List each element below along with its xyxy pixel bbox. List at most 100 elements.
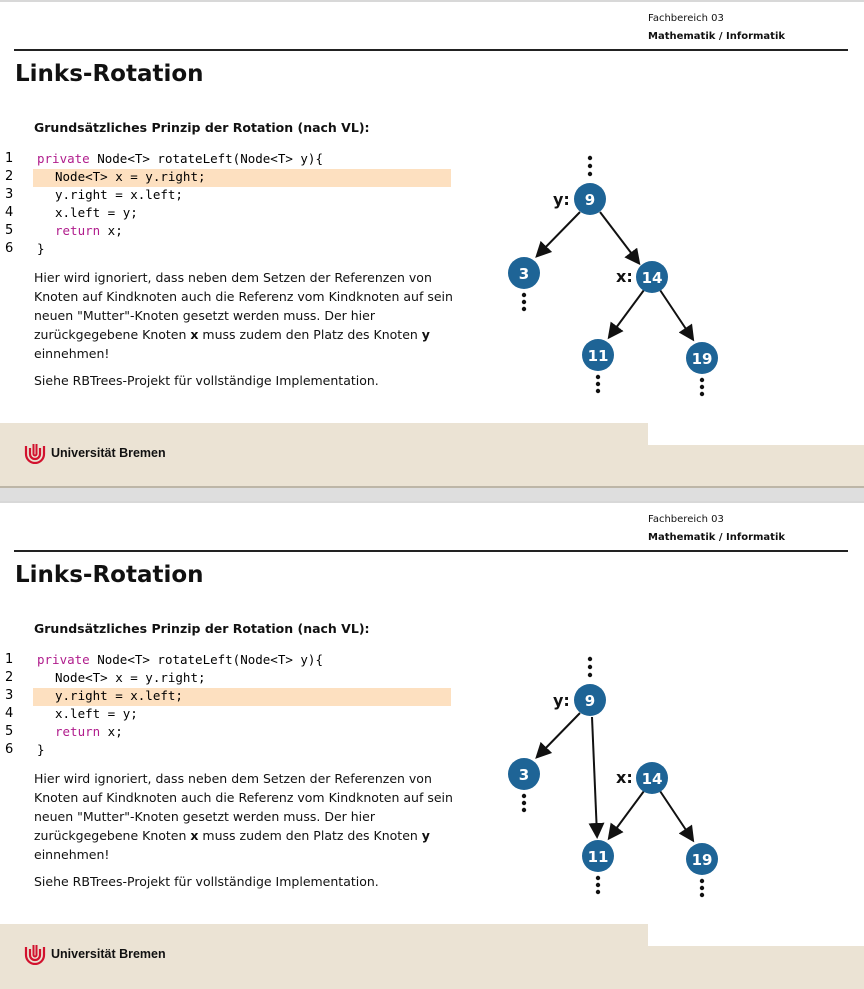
slide-2: Fachbereich 03 Mathematik / Informatik L…: [0, 501, 864, 989]
line-number: 6: [5, 742, 14, 757]
line-number: 2: [5, 670, 14, 685]
node-11: 11: [582, 339, 614, 371]
node-label: 11: [588, 848, 609, 866]
footer: Universität Bremen: [0, 924, 864, 989]
slide-title: Links-Rotation: [15, 61, 204, 87]
code-line: 6 }: [0, 240, 460, 258]
para-text: einnehmen!: [34, 847, 110, 862]
university-logo-icon: [24, 444, 46, 464]
code-line: 2 Node<T> x = y.right;: [0, 669, 460, 687]
code-text: x.left = y;: [55, 205, 138, 220]
code-line: 5 return x;: [0, 222, 460, 240]
line-number: 1: [5, 151, 14, 166]
footer-bg: [0, 423, 648, 488]
para-text: einnehmen!: [34, 346, 110, 361]
para-bold-y: y: [421, 327, 430, 342]
tree-diagram: y: x: 9 3 14 11 19: [508, 155, 718, 397]
ellipsis-11: [595, 374, 601, 394]
footer-bg: [0, 924, 648, 989]
code-rest: Node<T> rotateLeft(Node<T> y){: [89, 151, 323, 166]
code-line: 1 private Node<T> rotateLeft(Node<T> y){: [0, 150, 460, 168]
slide-subtitle: Grundsätzliches Prinzip der Rotation (na…: [34, 120, 370, 135]
node-label: 3: [519, 265, 529, 283]
line-number: 3: [5, 187, 14, 202]
line-number: 4: [5, 706, 14, 721]
node-19: 19: [686, 342, 718, 374]
node-label: 14: [642, 770, 663, 788]
code-line: 3 y.right = x.left;: [0, 186, 460, 204]
code-line: 1 private Node<T> rotateLeft(Node<T> y){: [0, 651, 460, 669]
node-label: 14: [642, 269, 663, 287]
code-keyword: return: [55, 724, 101, 739]
para-bold-y: y: [421, 828, 430, 843]
label-y: y:: [553, 691, 570, 710]
label-x: x:: [616, 768, 633, 787]
code-line: 4 x.left = y;: [0, 705, 460, 723]
line-number: 1: [5, 652, 14, 667]
header-rule: [14, 550, 848, 552]
tree-diagram: y: x: 9 3 14 11 19: [508, 656, 718, 898]
code-highlight: [33, 169, 451, 187]
header-rule: [14, 49, 848, 51]
footer-bg-right: [648, 445, 864, 488]
university-name: Universität Bremen: [51, 947, 166, 961]
code-text: x.left = y;: [55, 706, 138, 721]
code-text: y.right = x.left;: [55, 688, 183, 703]
university-logo-icon: [24, 945, 46, 965]
department-label: Mathematik / Informatik: [648, 31, 786, 42]
node-label: 19: [692, 350, 713, 368]
slide-subtitle: Grundsätzliches Prinzip der Rotation (na…: [34, 621, 370, 636]
edge-14-19: [659, 289, 695, 342]
para-text: muss zudem den Platz des Knoten: [198, 327, 422, 342]
university-name: Universität Bremen: [51, 446, 166, 460]
node-3: 3: [508, 257, 540, 289]
edge-14-11: [607, 790, 645, 841]
code-text: }: [37, 742, 45, 757]
faculty-label: Fachbereich 03: [648, 514, 724, 525]
ellipsis-top: [587, 155, 593, 177]
para-bold-x: x: [190, 828, 199, 843]
code-text: Node<T> x = y.right;: [55, 169, 206, 184]
line-number: 3: [5, 688, 14, 703]
footer-line: [0, 486, 864, 488]
ellipsis-19: [699, 878, 705, 898]
code-text: private Node<T> rotateLeft(Node<T> y){: [37, 651, 323, 669]
code-text: Node<T> x = y.right;: [55, 670, 206, 685]
code-highlight: [33, 688, 451, 706]
ellipsis-3: [521, 793, 527, 813]
line-number: 6: [5, 241, 14, 256]
footer: Universität Bremen: [0, 423, 864, 488]
node-label: 3: [519, 766, 529, 784]
para-text: Hier wird ignoriert, dass neben dem Setz…: [34, 270, 453, 342]
node-label: 19: [692, 851, 713, 869]
code-line: 3 y.right = x.left;: [0, 687, 460, 705]
code-rest: x;: [100, 724, 123, 739]
slide-gap: [0, 488, 864, 501]
node-label: 9: [585, 191, 595, 209]
code-line: 6 }: [0, 741, 460, 759]
footer-bg-right: [648, 946, 864, 989]
node-11: 11: [582, 840, 614, 872]
edge-14-11: [607, 289, 645, 340]
slide-1: Fachbereich 03 Mathematik / Informatik L…: [0, 0, 864, 488]
code-keyword: return: [55, 223, 101, 238]
node-9: 9: [574, 684, 606, 716]
edge-9-11: [588, 716, 605, 839]
line-number: 5: [5, 724, 14, 739]
code-text: return x;: [55, 723, 123, 741]
ellipsis-top: [587, 656, 593, 678]
code-listing: 1 private Node<T> rotateLeft(Node<T> y){…: [0, 150, 460, 258]
node-3: 3: [508, 758, 540, 790]
explanation-paragraph: Hier wird ignoriert, dass neben dem Setz…: [34, 769, 454, 864]
node-19: 19: [686, 843, 718, 875]
top-border: [0, 501, 864, 503]
code-line: 5 return x;: [0, 723, 460, 741]
line-number: 4: [5, 205, 14, 220]
edge-9-3: [535, 211, 581, 258]
faculty-label: Fachbereich 03: [648, 13, 724, 24]
ellipsis-11: [595, 875, 601, 895]
implementation-note: Siehe RBTrees-Projekt für vollständige I…: [34, 373, 379, 388]
edge-9-3: [535, 712, 581, 759]
edge-9-14: [599, 211, 641, 266]
code-text: return x;: [55, 222, 123, 240]
